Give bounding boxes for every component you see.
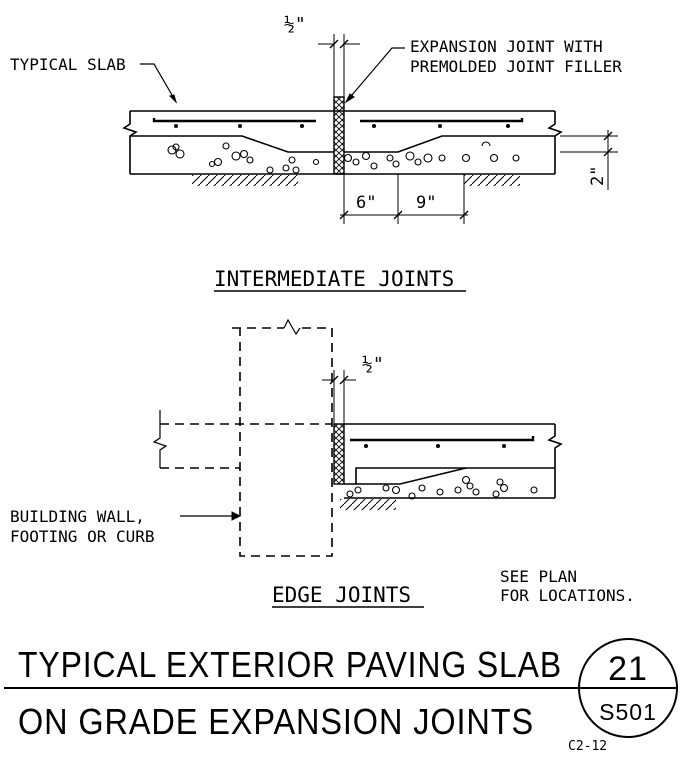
typical-slab-label: TYPICAL SLAB — [10, 55, 126, 74]
rebar-right — [360, 118, 524, 123]
joint-filler — [333, 96, 345, 175]
building-wall-dashed — [232, 327, 333, 557]
intermediate-joints-heading: INTERMEDIATE JOINTS — [214, 267, 454, 291]
edge-joints-heading: EDGE JOINTS — [272, 583, 411, 607]
building-wall-label-2: FOOTING OR CURB — [10, 527, 155, 546]
drawing-code: C2-12 — [568, 739, 607, 754]
intermediate-joint-detail — [122, 34, 618, 224]
earth-hatch-right — [464, 175, 520, 186]
see-plan-label-1: SEE PLAN — [500, 567, 577, 586]
annotation-labels: TYPICAL SLAB EXPANSION JOINT WITH PREMOL… — [10, 14, 635, 607]
expansion-joint-label-2: PREMOLDED JOINT FILLER — [410, 57, 622, 76]
rebar-dots — [174, 124, 510, 448]
expansion-joint-leader — [345, 47, 405, 103]
see-plan-label-2: FOR LOCATIONS. — [500, 586, 635, 605]
sheet-number: S501 — [599, 699, 657, 725]
rebar-left — [152, 118, 316, 123]
earth-hatch-left — [192, 175, 298, 186]
slab-underside-profile — [130, 135, 334, 153]
aggregate — [167, 141, 538, 500]
title-block: TYPICAL EXTERIOR PAVING SLAB ON GRADE EX… — [4, 638, 678, 754]
half-inch-edge-label: ½" — [362, 354, 384, 375]
dim-2-label: 2" — [588, 166, 608, 186]
detail-number: 21 — [608, 650, 648, 688]
edge-joint-detail — [152, 318, 563, 557]
dim-9-label: 9" — [416, 193, 436, 213]
title-line-1: TYPICAL EXTERIOR PAVING SLAB — [18, 644, 562, 685]
title-line-2: ON GRADE EXPANSION JOINTS — [18, 701, 534, 742]
half-inch-top-label: ½" — [284, 14, 306, 35]
break-line-right — [547, 111, 563, 174]
expansion-joint-label-1: EXPANSION JOINT WITH — [410, 37, 603, 56]
detail-badge-circle — [578, 638, 678, 738]
typical-slab-leader — [140, 63, 177, 103]
rebar-edge — [350, 436, 535, 442]
edge-joint-filler — [333, 423, 345, 485]
building-wall-label-1: BUILDING WALL, — [10, 507, 145, 526]
heading-underlines — [214, 290, 466, 608]
dim-6-label: 6" — [356, 193, 376, 213]
break-line-left — [122, 111, 138, 174]
